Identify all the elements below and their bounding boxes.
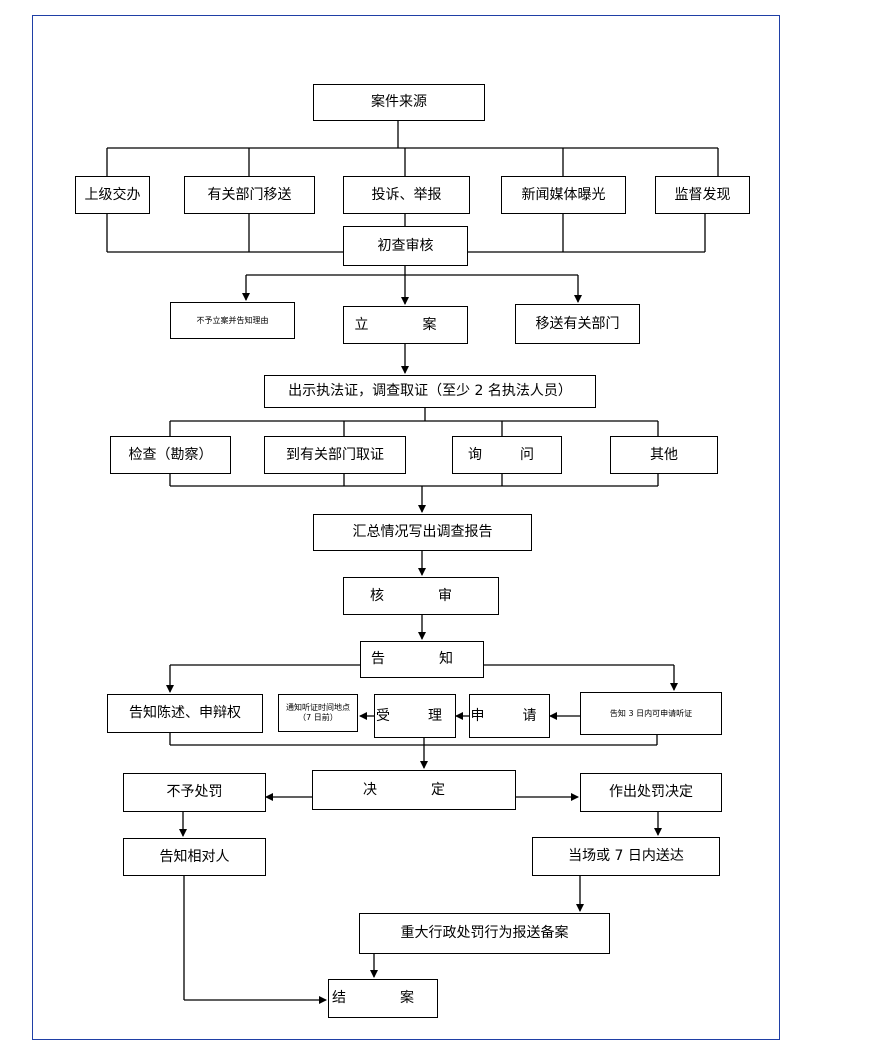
node-source-media-exposure: 新闻媒体曝光 [501, 176, 626, 214]
node-notify-hearing-right: 告知 3 日内可申请听证 [580, 692, 722, 735]
node-source-superior-assigned: 上级交办 [75, 176, 150, 214]
node-inquiry: 询 问 [452, 436, 562, 474]
node-source-supervision-finding: 监督发现 [655, 176, 750, 214]
node-source-complaint-report: 投诉、举报 [343, 176, 470, 214]
node-show-certificate: 出示执法证，调查取证（至少 2 名执法人员） [264, 375, 596, 408]
node-notify: 告 知 [360, 641, 484, 678]
node-case-source: 案件来源 [313, 84, 485, 121]
node-transfer-department: 移送有关部门 [515, 304, 640, 344]
node-no-filing: 不予立案并告知理由 [170, 302, 295, 339]
node-make-penalty-decision: 作出处罚决定 [580, 773, 722, 812]
node-collect-evidence: 到有关部门取证 [264, 436, 406, 474]
node-accept: 受 理 [374, 694, 456, 738]
node-other: 其他 [610, 436, 718, 474]
node-summary-report: 汇总情况写出调查报告 [313, 514, 532, 551]
node-no-penalty: 不予处罚 [123, 773, 266, 812]
node-inspection: 检查（勘察） [110, 436, 231, 474]
node-source-department-transfer: 有关部门移送 [184, 176, 315, 214]
node-deliver: 当场或 7 日内送达 [532, 837, 720, 876]
node-review: 核 审 [343, 577, 499, 615]
diagram-frame [32, 15, 780, 1040]
node-preliminary-review: 初查审核 [343, 226, 468, 266]
node-notify-hearing-time: 通知听证时间地点（7 日前） [278, 694, 358, 732]
node-filing: 立 案 [343, 306, 468, 344]
node-decision: 决 定 [312, 770, 516, 810]
node-close-case: 结 案 [328, 979, 438, 1018]
node-report-record: 重大行政处罚行为报送备案 [359, 913, 610, 954]
node-notify-statement-right: 告知陈述、申辩权 [107, 694, 263, 733]
node-apply: 申 请 [469, 694, 550, 738]
node-notify-party: 告知相对人 [123, 838, 266, 876]
